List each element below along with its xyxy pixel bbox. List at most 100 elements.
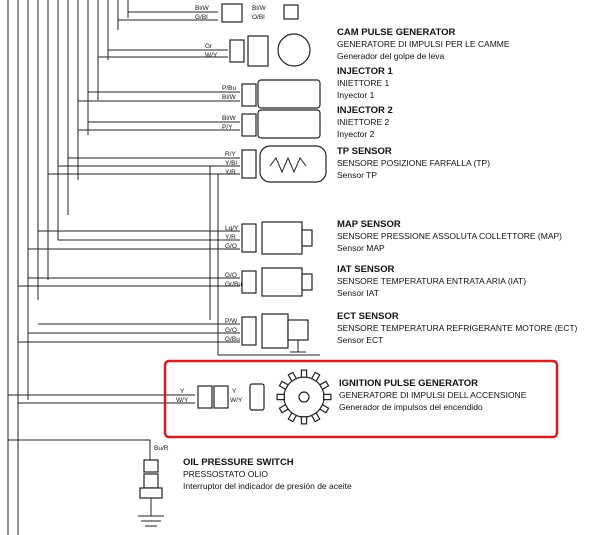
wire-label: W/Y — [230, 397, 243, 404]
sensor-body — [247, 35, 269, 67]
wire-label: Bl/W — [222, 94, 237, 101]
component-label-es: Generador del golpe de leva — [337, 51, 445, 61]
reluctor-tooth — [278, 380, 289, 391]
reluctor-tooth — [300, 369, 308, 378]
component-label-it: SENSORE TEMPERATURA REFRIGERANTE MOTORE … — [337, 323, 578, 333]
wire-label: G/O — [225, 327, 237, 334]
oil-pressure-switch: Bu/R OIL PRESSURE SWITCH PRESSOSTATO OLI… — [138, 445, 352, 527]
pickup-coil — [249, 383, 265, 411]
component-label-es: Sensor TP — [337, 170, 377, 180]
component-title: IGNITION PULSE GENERATOR — [339, 378, 478, 389]
connector — [221, 3, 243, 23]
connector — [241, 316, 257, 346]
trunk-wires — [7, 0, 320, 535]
connector — [241, 223, 257, 253]
wire-label: Y/R — [225, 169, 236, 176]
injector-1: P/Bu Bl/W INJECTOR 1 INIETTORE 1 Inyecto… — [222, 66, 394, 109]
injector-body — [257, 109, 321, 139]
sensor-body — [259, 145, 327, 183]
component-title: IAT SENSOR — [337, 264, 394, 275]
wire-label: P/Y — [222, 124, 233, 131]
component-title: TP SENSOR — [337, 146, 392, 157]
reluctor-tooth — [323, 393, 332, 401]
component-label-es: Inyector 1 — [337, 90, 375, 100]
wire-label: P/W — [225, 318, 238, 325]
component-label-es: Inyector 2 — [337, 129, 375, 139]
sensor-body — [261, 221, 303, 255]
wire-label: Bl/W — [195, 5, 210, 12]
component-title: OIL PRESSURE SWITCH — [183, 457, 294, 468]
rotor-hub — [298, 391, 310, 403]
component-label-it: GENERATORE DI IMPULSI DELL ACCENSIONE — [339, 390, 527, 400]
reluctor-tooth — [319, 380, 330, 391]
injector-body — [257, 79, 321, 109]
connector — [213, 385, 229, 409]
component-label-es: Sensor ECT — [337, 335, 383, 345]
sensor-head — [277, 33, 311, 67]
component-label-it: SENSORE PRESSIONE ASSOLUTA COLLETTORE (M… — [337, 231, 562, 241]
wire-label: Bu/R — [154, 445, 169, 452]
wire-label: Y — [232, 388, 237, 395]
component-title: INJECTOR 1 — [337, 66, 394, 77]
connector — [241, 113, 257, 137]
wire-label: Lg/Y — [225, 225, 239, 232]
sensor-body — [261, 313, 289, 349]
wire-label: Y/R — [225, 234, 236, 241]
connector — [241, 83, 257, 107]
reluctor-tooth — [276, 393, 285, 401]
wire-label: Gr — [205, 43, 213, 50]
wire-label: G/O — [225, 272, 237, 279]
wire-label: R/Y — [225, 151, 237, 158]
sensor-thread — [287, 319, 309, 341]
wire-label: Gr/Bu — [225, 281, 242, 288]
sensor-body — [261, 267, 303, 297]
reluctor-tooth — [319, 403, 330, 414]
component-label-it: INIETTORE 1 — [337, 78, 390, 88]
component-label-es: Sensor MAP — [337, 243, 385, 253]
component-label-it: PRESSOSTATO OLIO — [183, 469, 268, 479]
component-title: ECT SENSOR — [337, 311, 399, 322]
component-label-es: Interruptor del indicador de presión de … — [183, 481, 352, 491]
wire-label: P/Bu — [222, 85, 236, 92]
switch-hex — [139, 487, 163, 499]
sensor-tip — [301, 273, 313, 291]
connector — [197, 385, 213, 409]
sensor-port — [301, 229, 313, 247]
component-label-es: Generador de impulsos del encendido — [339, 402, 483, 412]
component-label-es: Sensor IAT — [337, 288, 379, 298]
component-label-it: SENSORE TEMPERATURA ENTRATA ARIA (IAT) — [337, 276, 526, 286]
component-label-it: INIETTORE 2 — [337, 117, 390, 127]
wire-label: W/Y — [205, 52, 218, 59]
injector-2: Bl/W P/Y INJECTOR 2 INIETTORE 2 Inyector… — [222, 105, 393, 139]
wire-label: W/Y — [176, 397, 189, 404]
lamp — [283, 4, 299, 20]
tp-sensor: R/Y Y/Bl Y/R TP SENSOR SENSORE POSIZIONE… — [225, 145, 490, 183]
reluctor-tooth — [287, 412, 298, 423]
wire-label: G/Bu — [225, 336, 240, 343]
wire-label: G/O — [225, 243, 237, 250]
reluctor-teeth — [276, 369, 332, 425]
component-title: INJECTOR 2 — [337, 105, 393, 116]
component-title: MAP SENSOR — [337, 219, 401, 230]
wire-label: Bl/W — [252, 5, 267, 12]
wire-label: G/Bl — [195, 14, 208, 21]
reluctor-tooth — [300, 416, 308, 425]
connector — [143, 459, 159, 473]
top-connector: Bl/W G/Bl Bl/W O/Bl — [195, 3, 299, 23]
connector — [241, 270, 257, 294]
component-label-it: SENSORE POSIZIONE FARFALLA (TP) — [337, 158, 490, 168]
reluctor-tooth — [310, 371, 321, 382]
cam-pulse-generator: Gr W/Y CAM PULSE GENERATOR GENERATORE DI… — [205, 27, 510, 67]
iat-sensor: G/O Gr/Bu IAT SENSOR SENSORE TEMPERATURA… — [225, 264, 526, 298]
highlight-frame — [163, 359, 559, 439]
component-label-it: GENERATORE DI IMPULSI PER LE CAMME — [337, 39, 510, 49]
resistor-symbol — [269, 156, 307, 174]
switch-body — [143, 473, 159, 489]
connector — [241, 149, 257, 179]
wire-label: Y/Bl — [225, 160, 237, 167]
reluctor-tooth — [287, 371, 298, 382]
ect-sensor: P/W G/O G/Bu ECT SENSOR SENSORE TEMPERAT… — [225, 311, 578, 353]
component-title: CAM PULSE GENERATOR — [337, 27, 456, 38]
reluctor-tooth — [310, 412, 321, 423]
